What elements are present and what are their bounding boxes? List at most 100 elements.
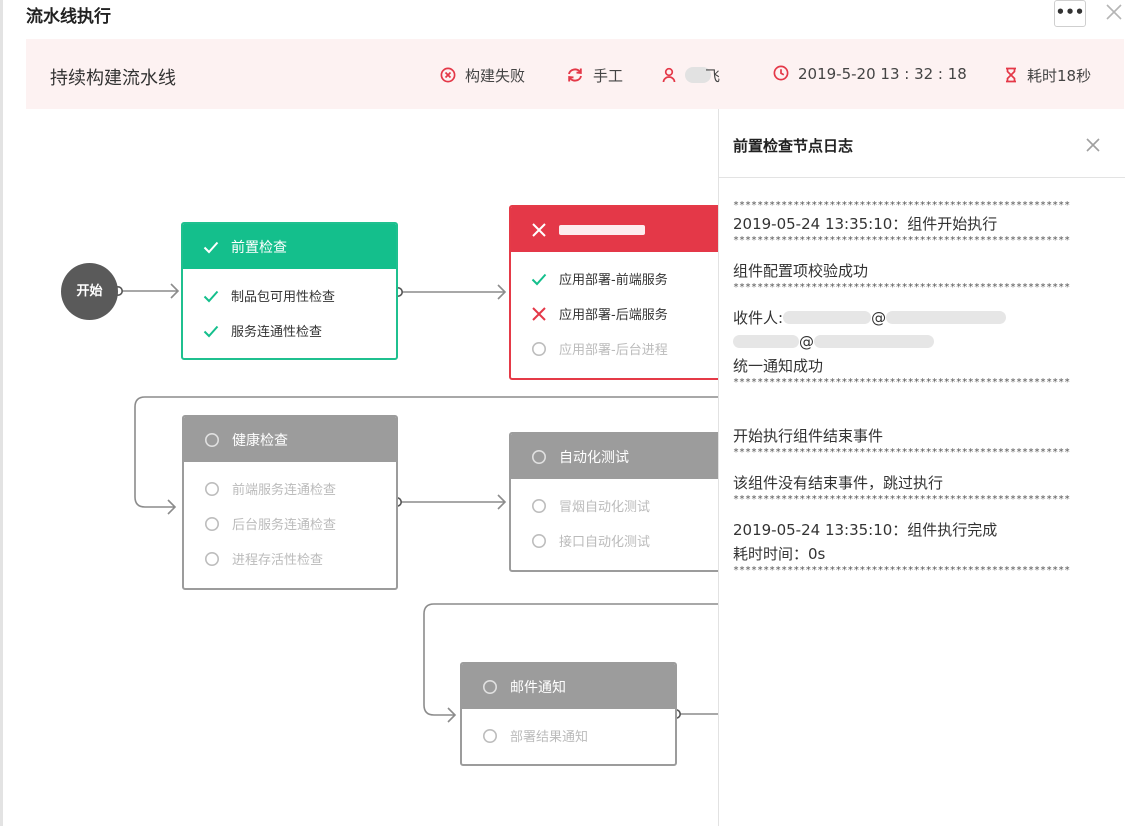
circle-icon bbox=[532, 341, 546, 356]
stage-card-autotest[interactable]: 自动化测试 冒烟自动化测试 接口自动化测试 bbox=[509, 432, 749, 572]
task-label: 制品包可用性检查 bbox=[231, 290, 336, 305]
trigger-type-text: 手工 bbox=[593, 67, 624, 85]
task-item[interactable]: 接口自动化测试 bbox=[511, 523, 747, 558]
pipeline-info-bar: 持续构建流水线 构建失败 手工 飞 2019-5-20 13 : 32 : 18… bbox=[26, 39, 1124, 109]
log-separator: ****************************************… bbox=[733, 566, 1071, 576]
log-divider bbox=[719, 177, 1125, 178]
task-label: 部署结果通知 bbox=[510, 730, 589, 745]
log-content: ****************************************… bbox=[733, 201, 1117, 577]
task-item[interactable]: 进程存活性检查 bbox=[184, 541, 396, 576]
stage-header: 前置检查 bbox=[183, 224, 396, 269]
log-separator: ****************************************… bbox=[733, 236, 1071, 246]
task-item[interactable]: 前端服务连通检查 bbox=[184, 471, 396, 506]
close-icon bbox=[532, 222, 546, 237]
stage-header: 健康检查 bbox=[184, 417, 396, 462]
start-node[interactable]: 开始 bbox=[61, 263, 118, 320]
check-icon bbox=[203, 290, 219, 302]
check-icon bbox=[531, 273, 547, 285]
task-item[interactable]: 应用部署-后端服务 bbox=[511, 296, 747, 331]
circle-icon bbox=[205, 432, 219, 447]
trigger-type: 手工 bbox=[566, 65, 623, 86]
task-item[interactable]: 冒烟自动化测试 bbox=[511, 488, 747, 523]
task-item[interactable]: 后台服务连通检查 bbox=[184, 506, 396, 541]
stage-card-precheck[interactable]: 前置检查 制品包可用性检查 服务连通性检查 bbox=[181, 222, 398, 360]
task-item[interactable]: 应用部署-前端服务 bbox=[511, 261, 747, 296]
connector-row1-to-health bbox=[134, 396, 718, 515]
user-icon bbox=[662, 67, 676, 83]
connector-start-to-precheck bbox=[118, 283, 180, 299]
task-item[interactable]: 服务连通性检查 bbox=[183, 313, 396, 348]
duration: 耗时18秒 bbox=[1004, 65, 1091, 86]
task-label: 后台服务连通检查 bbox=[232, 518, 337, 533]
log-line: 耗时时间：0s bbox=[733, 545, 826, 563]
stage-name: 邮件通知 bbox=[510, 679, 566, 696]
redacted-email-domain bbox=[814, 335, 934, 348]
hourglass-icon bbox=[1006, 67, 1016, 83]
more-button[interactable]: ••• bbox=[1054, 0, 1086, 27]
redacted-stage-name bbox=[559, 224, 645, 235]
stage-header: 邮件通知 bbox=[462, 664, 675, 709]
task-item[interactable]: 制品包可用性检查 bbox=[183, 278, 396, 313]
sync-icon bbox=[568, 68, 582, 82]
connector-precheck-to-deploy bbox=[398, 284, 507, 300]
task-item[interactable]: 部署结果通知 bbox=[462, 718, 675, 753]
stage-card-mail[interactable]: 邮件通知 部署结果通知 bbox=[460, 662, 677, 766]
circle-icon bbox=[532, 533, 546, 548]
build-status: 构建失败 bbox=[440, 65, 525, 86]
stage-name: 健康检查 bbox=[232, 432, 288, 449]
task-label: 应用部署-后端服务 bbox=[559, 308, 668, 323]
log-line-recipients: 收件人:@ bbox=[733, 306, 1117, 330]
log-line: 该组件没有结束事件，跳过执行 bbox=[733, 474, 944, 492]
task-item[interactable]: 应用部署-后台进程 bbox=[511, 331, 747, 366]
log-separator: ****************************************… bbox=[733, 495, 1071, 505]
clock-icon bbox=[773, 65, 789, 81]
circle-icon bbox=[532, 449, 546, 464]
circle-icon bbox=[483, 728, 497, 743]
log-line-recipients-cont: @ bbox=[733, 330, 1117, 354]
task-label: 服务连通性检查 bbox=[231, 325, 323, 340]
error-circle-icon bbox=[440, 67, 456, 83]
stage-header bbox=[511, 207, 747, 252]
circle-icon bbox=[205, 551, 219, 566]
trigger-user-text: 飞 bbox=[705, 67, 721, 85]
task-label: 前端服务连通检查 bbox=[232, 483, 337, 498]
stage-card-health[interactable]: 健康检查 前端服务连通检查 后台服务连通检查 进程存活性检查 bbox=[182, 415, 398, 590]
close-icon[interactable] bbox=[1083, 135, 1103, 155]
log-separator: ****************************************… bbox=[733, 378, 1071, 388]
log-line: 2019-05-24 13:35:10：组件执行完成 bbox=[733, 521, 998, 539]
log-line: 2019-05-24 13:35:10：组件开始执行 bbox=[733, 215, 998, 233]
redacted-email bbox=[733, 335, 799, 348]
pipeline-name: 持续构建流水线 bbox=[50, 68, 176, 89]
circle-icon bbox=[483, 679, 497, 694]
task-label: 冒烟自动化测试 bbox=[559, 500, 651, 515]
stage-header: 自动化测试 bbox=[511, 434, 747, 479]
close-icon bbox=[532, 306, 546, 321]
log-separator: ****************************************… bbox=[733, 283, 1071, 293]
email-at: @ bbox=[799, 333, 814, 351]
build-status-text: 构建失败 bbox=[465, 67, 526, 85]
page-title: 流水线执行 bbox=[26, 7, 111, 27]
start-time: 2019-5-20 13 : 32 : 18 bbox=[773, 65, 967, 83]
task-label: 应用部署-后台进程 bbox=[559, 343, 668, 358]
redacted-username bbox=[685, 67, 711, 83]
trigger-user: 飞 bbox=[662, 65, 720, 86]
connector-health-to-autotest bbox=[397, 494, 507, 510]
log-line: 开始执行组件结束事件 bbox=[733, 427, 884, 445]
stage-card-deploy[interactable]: 应用部署-前端服务 应用部署-后端服务 应用部署-后台进程 bbox=[509, 205, 749, 380]
log-separator: ****************************************… bbox=[733, 448, 1071, 458]
connector-row2-to-mail bbox=[423, 603, 718, 723]
check-icon bbox=[203, 325, 219, 337]
stage-name: 自动化测试 bbox=[559, 449, 629, 466]
task-label: 进程存活性检查 bbox=[232, 553, 324, 568]
left-edge-rule bbox=[0, 0, 3, 826]
recipients-label: 收件人: bbox=[733, 309, 784, 327]
log-panel-title: 前置检查节点日志 bbox=[733, 137, 854, 155]
task-label: 应用部署-前端服务 bbox=[559, 273, 668, 288]
task-label: 接口自动化测试 bbox=[559, 535, 651, 550]
node-log-panel: 前置检查节点日志 *******************************… bbox=[718, 109, 1125, 826]
log-separator: ****************************************… bbox=[733, 201, 1071, 211]
duration-text: 耗时18秒 bbox=[1027, 67, 1092, 85]
circle-icon bbox=[532, 498, 546, 513]
circle-icon bbox=[205, 481, 219, 496]
close-icon[interactable] bbox=[1104, 2, 1124, 22]
